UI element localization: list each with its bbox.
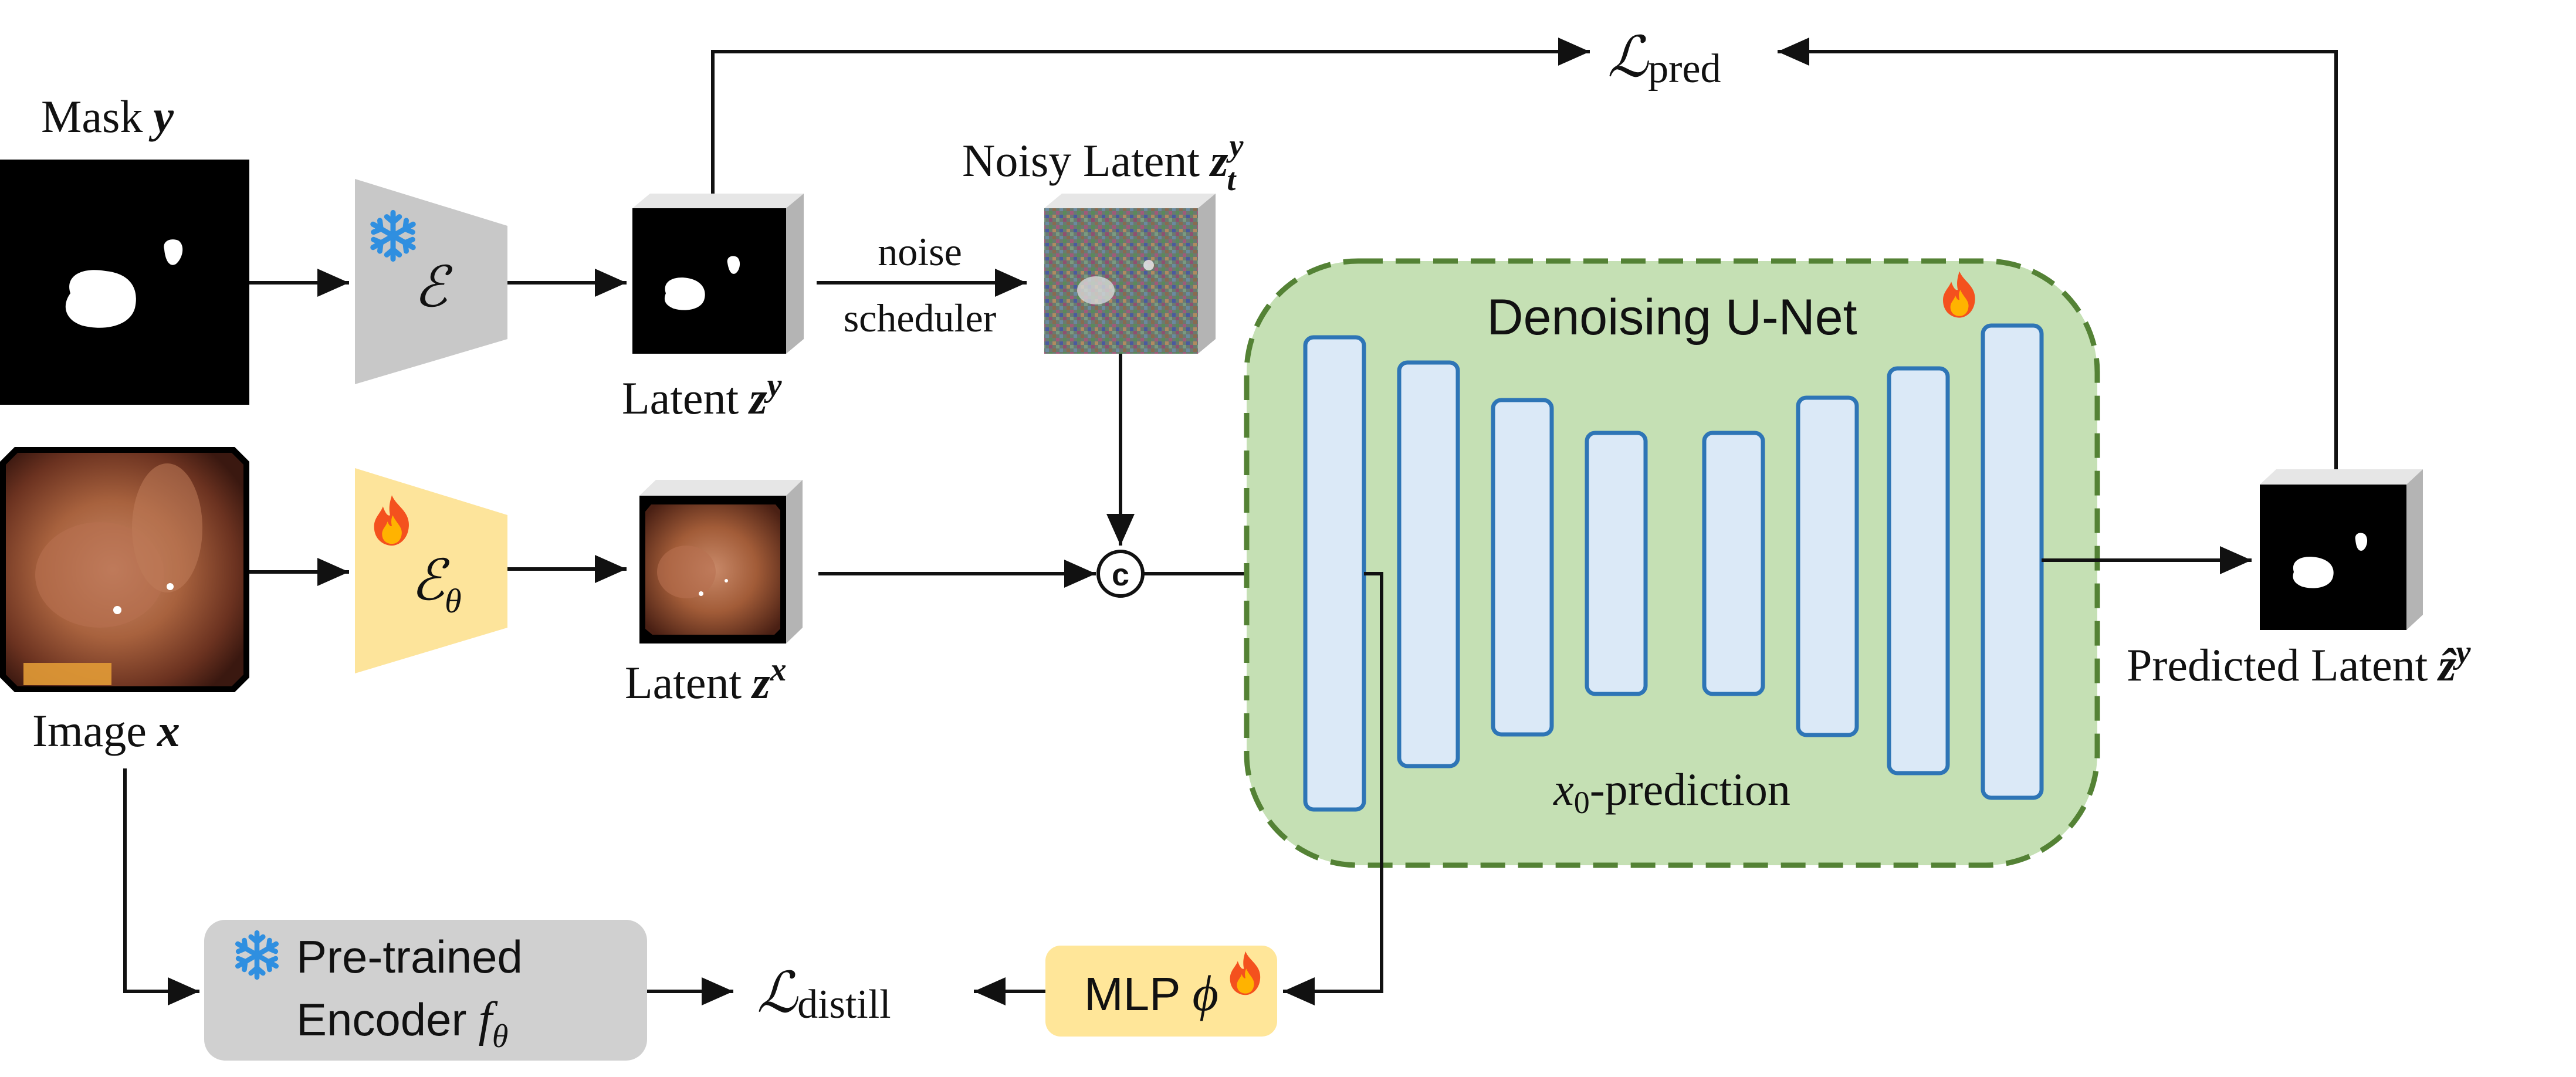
latent-zy-cube (632, 194, 804, 354)
unet-blocks (1303, 323, 2044, 812)
mask-blob-large (65, 270, 136, 328)
edge-predicted-to-loss-pred (1778, 38, 2338, 469)
edge-unet-to-mlp (1283, 572, 1383, 1005)
unet-block-8 (1981, 323, 2044, 800)
unet-block-5 (1702, 431, 1765, 696)
loss-distill-label: ℒdistill (757, 961, 891, 1027)
unet-block-2 (1397, 360, 1460, 768)
loss-pred-label: ℒpred (1607, 26, 1721, 92)
unet-block-6 (1796, 395, 1859, 737)
unet-title: Denoising U-Net (1487, 289, 1857, 346)
noisy-latent-cube (1044, 194, 1216, 354)
colonoscopy-image (0, 447, 249, 692)
unet-block-1 (1303, 335, 1366, 812)
unet-block-3 (1491, 398, 1554, 737)
x0-prediction-label: x0-prediction (1553, 764, 1790, 820)
unet-block-7 (1887, 366, 1950, 775)
mask-blob-small (164, 239, 183, 265)
latent-zx-cube (639, 480, 803, 644)
pretrained-encoder-box (204, 920, 647, 1061)
mlp-box (1045, 946, 1277, 1037)
edge-latent-zy-to-loss-pred (711, 38, 1590, 194)
pretrained-encoder-line1: Pre-trained (296, 931, 523, 983)
frozen-encoder-symbol: ℰ (414, 256, 453, 319)
unet-block-4 (1585, 431, 1648, 696)
predicted-latent-cube (2260, 469, 2423, 630)
noise-scheduler-label-1: noise (878, 229, 962, 274)
edge-image-to-pretrained (123, 768, 199, 1005)
noise-scheduler-label-2: scheduler (844, 296, 997, 340)
concat-label: c (1112, 557, 1129, 592)
